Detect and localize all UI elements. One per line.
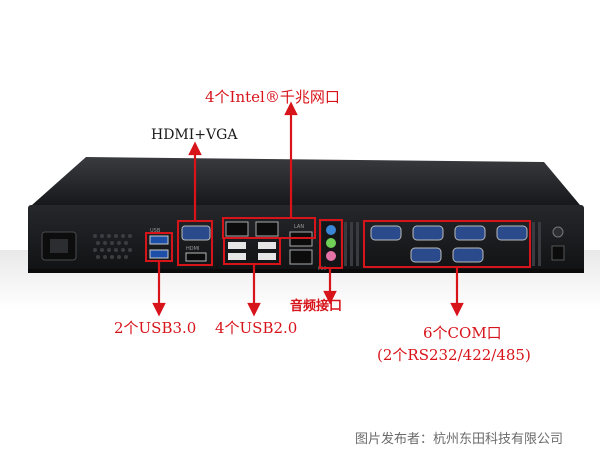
hdmi-vga-callout-label: HDMI+VGA [151,127,238,143]
fan-grill [93,234,132,259]
hdmi-panel-text: HDMI [186,246,199,252]
usb-panel-text: USB [150,228,161,234]
audio-callout-label: 音频接口 [290,299,343,314]
chassis-top [32,157,580,205]
usb2-callout-label: 4个USB2.0 [215,319,298,337]
image-credit: 图片发布者：杭州东田科技有限公司 [355,432,564,447]
lan-panel-text: LAN [294,224,304,230]
leader-lines [152,101,464,317]
lan-usb-block: LAN [225,221,313,265]
com-callout-sublabel: (2个RS232/422/485) [377,346,531,364]
com-ports [370,225,528,263]
com-callout-label: 6个COM口 [423,324,502,342]
lan-callout-label: 4个Intel®千兆网口 [205,88,340,106]
com-highlight [363,220,531,268]
usb3-callout-label: 2个USB3.0 [114,319,197,337]
lan-highlight [222,217,316,239]
